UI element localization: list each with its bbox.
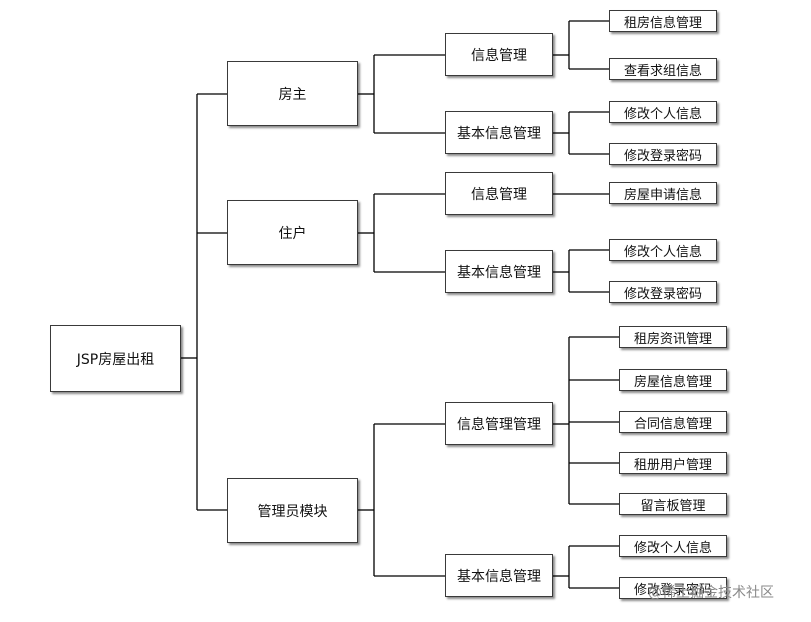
group-label: 信息管理管理	[457, 416, 541, 433]
leaf-node: 留言板管理	[619, 493, 727, 515]
module-node-landlord: 房主	[227, 61, 358, 126]
leaf-label: 租房资讯管理	[633, 331, 712, 347]
leaf-label: 修改个人信息	[623, 244, 702, 260]
root-label: JSP房屋出租	[76, 351, 155, 368]
module-label: 房主	[278, 86, 307, 103]
leaf-node: 查看求组信息	[609, 58, 717, 80]
leaf-label: 留言板管理	[640, 498, 706, 514]
group-node: 信息管理	[445, 33, 553, 76]
leaf-node: 合同信息管理	[619, 411, 727, 433]
leaf-node: 租房信息管理	[609, 10, 717, 32]
module-label: 住户	[278, 225, 307, 242]
leaf-node: 修改登录密码	[619, 577, 727, 599]
leaf-label: 房屋信息管理	[633, 374, 712, 390]
leaf-label: 合同信息管理	[633, 416, 712, 432]
leaf-label: 查看求组信息	[623, 63, 702, 79]
leaf-label: 修改个人信息	[623, 106, 702, 122]
group-node: 基本信息管理	[445, 554, 553, 597]
leaf-label: 房屋申请信息	[623, 187, 702, 203]
leaf-node: 修改登录密码	[609, 143, 717, 165]
leaf-node: 修改登录密码	[609, 281, 717, 303]
group-label: 基本信息管理	[457, 125, 541, 142]
leaf-label: 修改登录密码	[623, 148, 702, 164]
leaf-node: 修改个人信息	[619, 535, 727, 557]
group-node: 基本信息管理	[445, 250, 553, 293]
leaf-label: 修改个人信息	[633, 540, 712, 556]
root-node: JSP房屋出租	[50, 325, 181, 392]
module-node-admin: 管理员模块	[227, 478, 358, 543]
leaf-label: 修改登录密码	[623, 286, 702, 302]
group-node: 基本信息管理	[445, 111, 553, 154]
leaf-node: 修改个人信息	[609, 239, 717, 261]
leaf-node: 修改个人信息	[609, 101, 717, 123]
module-label: 管理员模块	[257, 503, 328, 520]
leaf-node: 租房资讯管理	[619, 326, 727, 348]
group-label: 信息管理	[471, 186, 527, 203]
leaf-node: 房屋申请信息	[609, 182, 717, 204]
leaf-node: 房屋信息管理	[619, 369, 727, 391]
leaf-label: 修改登录密码	[633, 582, 712, 598]
group-label: 基本信息管理	[457, 568, 541, 585]
leaf-label: 租房信息管理	[623, 15, 702, 31]
group-label: 信息管理	[471, 47, 527, 64]
module-node-tenant: 住户	[227, 200, 358, 265]
group-node: 信息管理	[445, 172, 553, 215]
leaf-node: 租册用户管理	[619, 452, 727, 474]
group-node: 信息管理管理	[445, 402, 553, 445]
group-label: 基本信息管理	[457, 264, 541, 281]
leaf-label: 租册用户管理	[633, 457, 712, 473]
watermark-text: @稀土掘金技术社区	[648, 585, 774, 601]
